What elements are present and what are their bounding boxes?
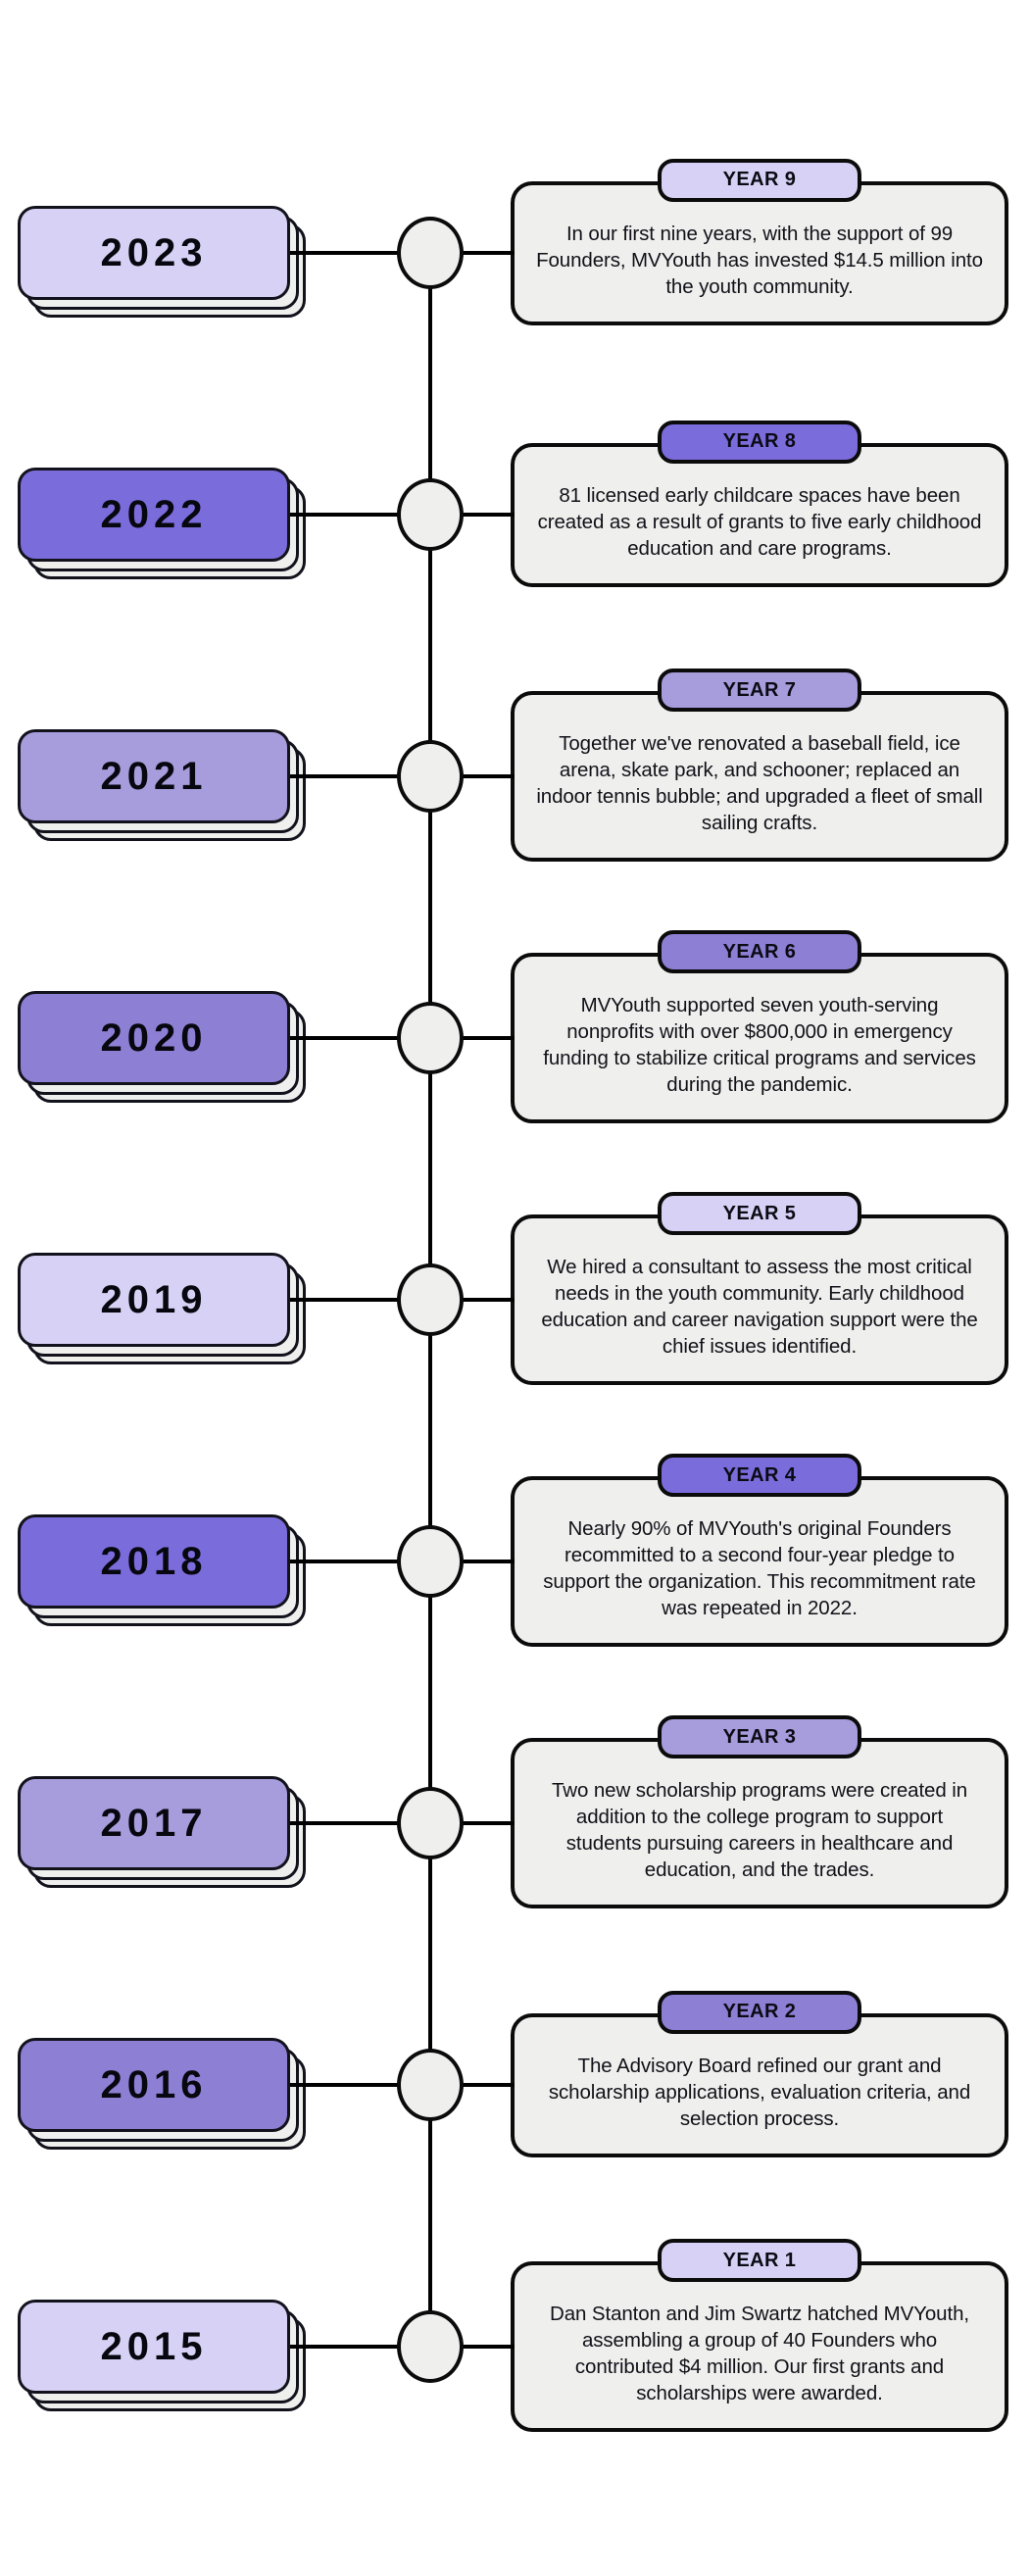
year-chip[interactable]: 2020	[18, 991, 290, 1085]
milestone-description: MVYouth supported seven youth-serving no…	[543, 994, 976, 1097]
year-marker[interactable]: 2023	[18, 206, 312, 322]
connector-year-to-node	[290, 1298, 400, 1302]
year-badge-label: YEAR 2	[722, 2001, 797, 2022]
milestone-card: YEAR 2 The Advisory Board refined our gra…	[511, 1990, 1008, 2157]
year-marker[interactable]: 2019	[18, 1253, 312, 1368]
year-badge[interactable]: YEAR 5	[658, 1192, 861, 1235]
milestone-description: Nearly 90% of MVYouth's original Founder…	[543, 1517, 976, 1620]
connector-year-to-node	[290, 1036, 400, 1040]
year-badge-label: YEAR 6	[722, 940, 797, 963]
milestone-card-box: YEAR 6 MVYouth supported seven youth-serv…	[511, 930, 1008, 1124]
year-label: 2016	[100, 2063, 208, 2106]
connector-year-to-node	[290, 774, 400, 778]
milestone-card-box: YEAR 9 In our first nine years, with the …	[511, 158, 1008, 325]
connector-node-to-card	[461, 2345, 515, 2349]
year-badge-label: YEAR 7	[722, 678, 797, 701]
year-label: 2018	[100, 1540, 208, 1583]
year-chip[interactable]: 2016	[18, 2038, 290, 2132]
connector-node-to-card	[461, 1821, 515, 1825]
milestone-card: YEAR 7 Together we've renovated a basebal…	[511, 669, 1008, 863]
year-badge-label: YEAR 3	[722, 1725, 797, 1748]
connector-node-to-card	[461, 251, 515, 255]
year-marker[interactable]: 2016	[18, 2038, 312, 2154]
connector-year-to-node	[290, 1560, 400, 1563]
year-label: 2023	[100, 231, 208, 274]
year-badge-label: YEAR 8	[722, 430, 797, 452]
connector-year-to-node	[290, 251, 400, 255]
milestone-card: YEAR 3 Two new scholarship programs were …	[511, 1715, 1008, 1909]
year-marker[interactable]: 2020	[18, 991, 312, 1107]
year-label: 2015	[100, 2325, 208, 2368]
year-badge[interactable]: YEAR 2	[658, 1990, 861, 2034]
milestone-card-box: YEAR 7 Together we've renovated a basebal…	[511, 669, 1008, 863]
milestone-description: Two new scholarship programs were create…	[551, 1779, 968, 1882]
milestone-card: YEAR 1 Dan Stanton and Jim Swartz hatched…	[511, 2239, 1008, 2433]
connector-node-to-card	[461, 774, 515, 778]
timeline-node[interactable]	[397, 478, 464, 551]
timeline-node[interactable]	[397, 1002, 464, 1074]
year-chip[interactable]: 2015	[18, 2300, 290, 2394]
timeline-node[interactable]	[397, 2049, 464, 2121]
year-badge[interactable]: YEAR 3	[658, 1715, 861, 1759]
year-chip[interactable]: 2023	[18, 206, 290, 300]
timeline-node[interactable]	[397, 1525, 464, 1598]
connector-node-to-card	[461, 1036, 515, 1040]
year-chip[interactable]: 2018	[18, 1514, 290, 1609]
year-badge[interactable]: YEAR 9	[658, 158, 861, 202]
connector-year-to-node	[290, 2083, 400, 2087]
year-label: 2019	[100, 1278, 208, 1321]
milestone-description: The Advisory Board refined our grant and…	[548, 2054, 971, 2130]
year-label: 2020	[100, 1016, 208, 1060]
year-badge-label: YEAR 1	[722, 2249, 797, 2271]
year-label: 2017	[100, 1802, 208, 1845]
milestone-card: YEAR 9 In our first nine years, with the …	[511, 158, 1008, 325]
year-badge-label: YEAR 5	[722, 1202, 797, 1224]
milestone-card-box: YEAR 8 81 licensed early childcare spaces…	[511, 420, 1008, 587]
year-label: 2022	[100, 493, 208, 536]
year-badge[interactable]: YEAR 4	[658, 1454, 861, 1497]
milestone-card-box: YEAR 5 We hired a consultant to assess th…	[511, 1192, 1008, 1386]
connector-year-to-node	[290, 513, 400, 517]
milestone-card-box: YEAR 4 Nearly 90% of MVYouth's original F…	[511, 1454, 1008, 1648]
milestone-description: 81 licensed early childcare spaces have …	[537, 483, 982, 560]
connector-node-to-card	[461, 1560, 515, 1563]
year-marker[interactable]: 2018	[18, 1514, 312, 1630]
year-marker[interactable]: 2017	[18, 1776, 312, 1892]
year-badge[interactable]: YEAR 1	[658, 2239, 861, 2282]
timeline-node[interactable]	[397, 740, 464, 813]
year-badge[interactable]: YEAR 6	[658, 930, 861, 973]
milestone-card-box: YEAR 3 Two new scholarship programs were …	[511, 1715, 1008, 1909]
milestone-card: YEAR 8 81 licensed early childcare spaces…	[511, 420, 1008, 587]
year-marker[interactable]: 2015	[18, 2300, 312, 2415]
milestone-card: YEAR 4 Nearly 90% of MVYouth's original F…	[511, 1454, 1008, 1648]
year-label: 2021	[100, 755, 208, 798]
milestone-description: Dan Stanton and Jim Swartz hatched MVYou…	[550, 2303, 969, 2405]
connector-node-to-card	[461, 2083, 515, 2087]
connector-year-to-node	[290, 2345, 400, 2349]
milestone-card-box: YEAR 1 Dan Stanton and Jim Swartz hatched…	[511, 2239, 1008, 2433]
milestone-description: In our first nine years, with the suppor…	[536, 222, 983, 298]
milestone-card-box: YEAR 2 The Advisory Board refined our gra…	[511, 1990, 1008, 2157]
milestone-card: YEAR 6 MVYouth supported seven youth-serv…	[511, 930, 1008, 1124]
year-chip[interactable]: 2022	[18, 468, 290, 562]
year-badge-label: YEAR 4	[722, 1463, 797, 1486]
timeline-node[interactable]	[397, 217, 464, 289]
year-marker[interactable]: 2021	[18, 729, 312, 845]
timeline-node[interactable]	[397, 2310, 464, 2383]
milestone-description: We hired a consultant to assess the most…	[541, 1256, 978, 1359]
year-chip[interactable]: 2021	[18, 729, 290, 823]
year-badge[interactable]: YEAR 8	[658, 420, 861, 464]
milestone-card: YEAR 5 We hired a consultant to assess th…	[511, 1192, 1008, 1386]
connector-node-to-card	[461, 513, 515, 517]
timeline-node[interactable]	[397, 1263, 464, 1336]
year-chip[interactable]: 2019	[18, 1253, 290, 1347]
milestone-description: Together we've renovated a baseball fiel…	[536, 732, 983, 835]
year-chip[interactable]: 2017	[18, 1776, 290, 1870]
connector-year-to-node	[290, 1821, 400, 1825]
timeline-node[interactable]	[397, 1787, 464, 1859]
year-badge-label: YEAR 9	[722, 169, 797, 190]
year-badge[interactable]: YEAR 7	[658, 669, 861, 712]
connector-node-to-card	[461, 1298, 515, 1302]
year-marker[interactable]: 2022	[18, 468, 312, 583]
